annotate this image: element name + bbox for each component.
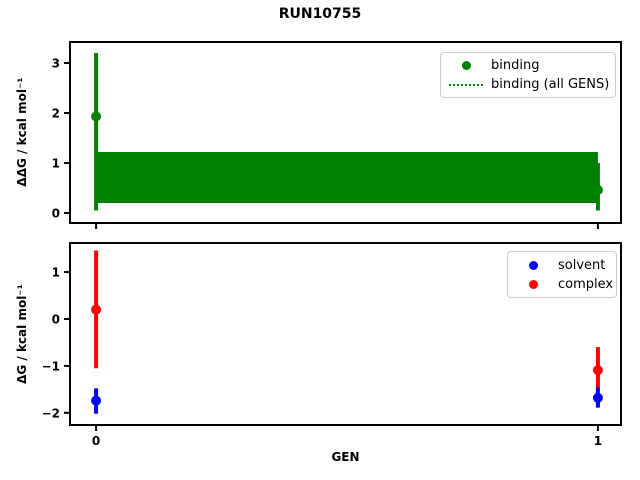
legend-label: binding	[491, 58, 540, 73]
chart-title: RUN10755	[278, 6, 362, 22]
bottom-y-axis-label: ΔG / kcal mol⁻¹	[15, 284, 29, 384]
y-tick-label: 0	[52, 207, 60, 221]
bottom-axes: −2 −1 0 1 0 1	[42, 242, 622, 448]
axes-frame	[69, 41, 622, 224]
legend-entry-complex: complex	[516, 275, 613, 294]
y-tick-label: −2	[42, 406, 60, 420]
legend-label: solvent	[558, 257, 606, 273]
complex-marker	[91, 304, 102, 315]
y-tick-label: −1	[42, 359, 60, 373]
x-tick-label: 0	[92, 434, 100, 448]
top-y-axis-label: ΔΔG / kcal mol⁻¹	[15, 77, 29, 187]
complex-marker	[592, 365, 603, 376]
legend-handle	[449, 61, 483, 70]
y-tick-label: 1	[52, 266, 60, 280]
y-tick-label: 1	[52, 157, 60, 171]
legend-label: binding (all GENS)	[491, 77, 610, 92]
y-tick-label: 0	[52, 312, 60, 326]
bottom-legend: solvent complex	[507, 251, 617, 298]
binding-dot-icon	[461, 61, 471, 70]
top-legend: binding binding (all GENS)	[440, 52, 616, 98]
binding-marker	[91, 111, 102, 122]
y-tick-label: 3	[52, 57, 60, 71]
uncertainty-band	[96, 152, 598, 203]
legend-label: complex	[558, 276, 614, 292]
solvent-marker	[91, 395, 102, 406]
legend-handle	[516, 260, 550, 270]
legend-entry-binding-all-gens: binding (all GENS)	[449, 75, 610, 94]
binding-all-gens-dotted-line-icon	[449, 83, 483, 86]
x-tick-label: 1	[594, 434, 602, 448]
legend-entry-binding: binding	[449, 56, 607, 75]
top-axes: 0 1 2 3	[52, 41, 622, 229]
legend-handle	[516, 279, 550, 289]
y-tick-label: 2	[52, 107, 60, 121]
axes-frame	[69, 242, 622, 426]
legend-handle	[449, 83, 483, 86]
solvent-dot-icon	[528, 260, 538, 270]
legend-entry-solvent: solvent	[516, 256, 608, 275]
solvent-marker	[592, 392, 603, 403]
complex-dot-icon	[528, 279, 538, 289]
x-axis-label: GEN	[331, 450, 360, 464]
binding-marker	[592, 185, 603, 195]
